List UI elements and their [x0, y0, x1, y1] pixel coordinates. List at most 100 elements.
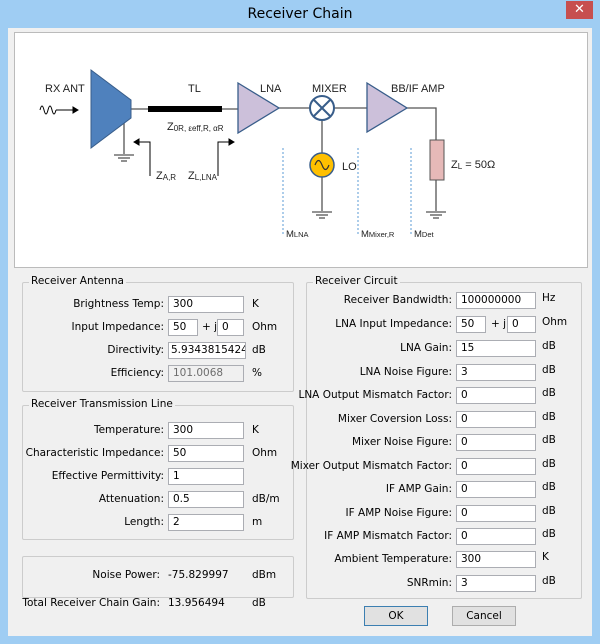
brightness-temp-input[interactable]: 300 [168, 296, 244, 313]
rx-ant-label: RX ANT [45, 83, 85, 95]
circuit-field-label: SNRmin: [406, 577, 452, 589]
group-title: Receiver Antenna [29, 275, 126, 287]
unit: dB [542, 387, 556, 399]
unit: dB [542, 458, 556, 470]
circuit-field-input[interactable]: 300 [456, 551, 536, 568]
unit: dB [542, 434, 556, 446]
char-impedance-input[interactable]: 50 [168, 445, 244, 462]
circuit-field-input[interactable]: 0 [456, 434, 536, 451]
total-gain-label: Total Receiver Chain Gain: [22, 597, 160, 609]
efficiency-input: 101.0068 [168, 365, 244, 382]
directivity-input[interactable]: 5.934381542454 [168, 342, 246, 359]
group-title: Receiver Circuit [313, 275, 400, 287]
noise-power-value: -75.829997 [168, 569, 229, 581]
circuit-field-input[interactable]: 0 [456, 411, 536, 428]
circuit-field-label: Mixer Noise Figure: [351, 436, 452, 448]
unit: dB [252, 344, 266, 356]
circuit-field-label: IF AMP Mismatch Factor: [324, 530, 452, 542]
oscillator-icon [309, 152, 335, 178]
receiver-chain-diagram [14, 32, 588, 268]
brightness-temp-label: Brightness Temp: [73, 298, 164, 310]
zllna-label: ZL,LNA [188, 170, 218, 182]
cancel-button[interactable]: Cancel [452, 606, 516, 626]
circuit-field-input[interactable]: 0 [456, 528, 536, 545]
unit: Ohm [252, 321, 278, 333]
lna-impedance-imag-input[interactable]: 0 [507, 316, 536, 333]
unit: % [252, 367, 262, 379]
bb-if-amp-label: BB/IF AMP [391, 83, 445, 95]
diagram-svg: RX ANT TL LNA MIXER BB/IF AMP LO Z0R, εe… [39, 69, 495, 240]
circuit-field-input[interactable]: 0 [456, 481, 536, 498]
circuit-field-input[interactable]: 0 [456, 458, 536, 475]
circuit-field-label: Mixer Output Mismatch Factor: [290, 460, 452, 472]
lo-label: LO [342, 161, 357, 173]
if-amplifier-icon [366, 81, 409, 134]
mlna-label: MLNA [286, 229, 309, 240]
unit: dB [542, 340, 556, 352]
efficiency-label: Efficiency: [110, 367, 164, 379]
permittivity-input[interactable]: 1 [168, 468, 244, 485]
circuit-field-input[interactable]: 3 [456, 575, 536, 592]
unit: dB [542, 575, 556, 587]
lna-amplifier-icon [237, 81, 281, 135]
mixer-icon [309, 95, 335, 121]
lna-impedance-real-input[interactable]: 50 [456, 316, 486, 333]
unit: dB [542, 411, 556, 423]
circuit-field-label: Mixer Coversion Loss: [337, 413, 452, 425]
circuit-field-label: IF AMP Gain: [385, 483, 452, 495]
unit: dB [542, 528, 556, 540]
unit: K [252, 298, 259, 310]
z0r-label: Z0R, εeff,R, αR [167, 121, 224, 133]
unit: m [252, 516, 263, 528]
circuit-field-label: LNA Output Mismatch Factor: [298, 389, 452, 401]
ground-icon [114, 154, 446, 219]
circuit-field-label: LNA Noise Figure: [359, 366, 452, 378]
unit: dB [252, 597, 266, 609]
unit: K [252, 424, 259, 436]
attenuation-label: Attenuation: [98, 493, 164, 505]
circuit-field-label: LNA Input Impedance: [335, 318, 452, 330]
circuit-field-input[interactable]: 0 [456, 505, 536, 522]
unit: dB [542, 481, 556, 493]
unit: K [542, 551, 549, 563]
transmission-line-group: Receiver Transmission Line [22, 398, 294, 540]
length-label: Length: [124, 516, 164, 528]
signal-wave-icon [39, 105, 79, 115]
lna-label: LNA [260, 83, 282, 95]
unit: Hz [542, 292, 556, 304]
input-impedance-imag-input[interactable]: 0 [217, 319, 244, 336]
noise-power-label: Noise Power: [92, 569, 160, 581]
circuit-field-input[interactable]: 3 [456, 364, 536, 381]
resistor-icon [429, 139, 445, 181]
circuit-field-label: Ambient Temperature: [334, 553, 452, 565]
circuit-field-input[interactable]: 15 [456, 340, 536, 357]
input-impedance-label: Input Impedance: [71, 321, 164, 333]
circuit-field-input[interactable]: 0 [456, 387, 536, 404]
total-gain-value: 13.956494 [168, 597, 225, 609]
mmixer-label: MMixer,R [361, 229, 395, 240]
attenuation-input[interactable]: 0.5 [168, 491, 244, 508]
length-input[interactable]: 2 [168, 514, 244, 531]
circuit-field-label: Receiver Bandwidth: [343, 294, 452, 306]
group-title: Receiver Transmission Line [29, 398, 175, 410]
impedance-arrow-icon [133, 138, 235, 176]
mixer-label: MIXER [312, 83, 347, 95]
unit: dB [542, 505, 556, 517]
circuit-field-input[interactable]: 100000000 [456, 292, 536, 309]
temperature-label: Temperature: [93, 424, 164, 436]
unit: dBm [252, 569, 277, 581]
receiver-circuit-group: Receiver Circuit [306, 275, 582, 599]
mdet-label: MDet [414, 229, 435, 240]
temperature-input[interactable]: 300 [168, 422, 244, 439]
j-label: + j [491, 318, 507, 330]
unit: dB [542, 364, 556, 376]
results-group [22, 556, 294, 598]
char-impedance-label: Characteristic Impedance: [25, 447, 164, 459]
unit: Ohm [252, 447, 278, 459]
receiver-antenna-group: Receiver Antenna [22, 275, 294, 392]
input-impedance-real-input[interactable]: 50 [168, 319, 198, 336]
ok-button[interactable]: OK [364, 606, 428, 626]
close-button[interactable]: ✕ [566, 1, 593, 19]
unit: Ohm [542, 316, 568, 328]
circuit-field-label: LNA Gain: [400, 342, 452, 354]
